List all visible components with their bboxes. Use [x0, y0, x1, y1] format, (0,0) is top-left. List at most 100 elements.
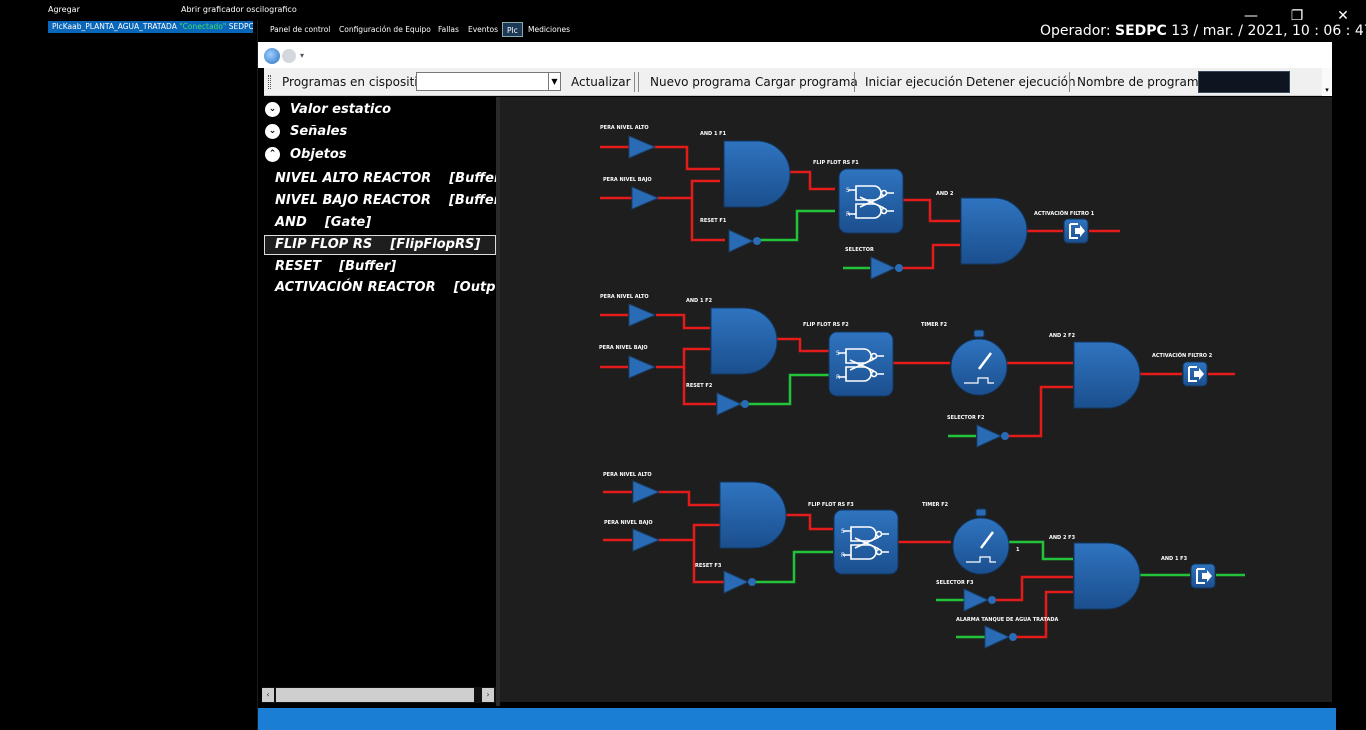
inverter-gate-icon[interactable] [728, 229, 762, 253]
timer-icon[interactable] [951, 508, 1010, 576]
output-icon[interactable] [1063, 218, 1089, 244]
tab-fallas[interactable]: Fallas [438, 25, 459, 34]
buffer-gate-icon[interactable] [628, 135, 656, 159]
tree-group-senales[interactable]: ⌄Señales [265, 124, 347, 139]
scroll-left-icon[interactable]: ‹ [262, 688, 274, 702]
tree-item[interactable]: AND [Gate] [275, 215, 372, 230]
toolbar-overflow-icon[interactable]: ▾ [1322, 68, 1332, 96]
history-dropdown-icon[interactable]: ▾ [300, 51, 305, 60]
add-menu[interactable]: Agregar [48, 5, 80, 14]
flipflop-rs-icon[interactable] [833, 509, 899, 575]
tab-mediciones[interactable]: Mediciones [528, 25, 571, 34]
label: PERA NIVEL ALTO [600, 294, 649, 300]
inverter-gate-icon[interactable] [963, 588, 997, 612]
inverter-gate-icon[interactable] [870, 256, 904, 280]
date-time: 13 / mar. / 2021, 10 : 06 : 47 [1171, 23, 1366, 39]
label: FLIP FLOT RS F2 [803, 322, 849, 328]
panel-splitter[interactable] [496, 97, 500, 706]
timer-icon[interactable] [949, 329, 1008, 397]
top-bar: Agregar Abrir graficador oscilografico [0, 0, 1366, 20]
label: TIMER F2 [922, 502, 949, 508]
back-arrow-icon[interactable] [264, 48, 280, 64]
and-gate-icon[interactable] [723, 140, 791, 208]
refresh-button[interactable]: Actualizar [571, 75, 631, 89]
and-gate-icon[interactable] [1073, 542, 1141, 610]
tab-plc[interactable]: Plc [502, 22, 523, 37]
load-program-button[interactable]: Cargar programa [755, 75, 858, 89]
inverter-gate-icon[interactable] [716, 392, 750, 416]
label: AND 1 F1 [700, 131, 727, 137]
output-icon[interactable] [1190, 563, 1216, 589]
tree-group-valor-estatico[interactable]: ⌄Valor estatico [265, 102, 391, 117]
tab-panel-de-control[interactable]: Panel de control [270, 25, 331, 34]
forward-arrow-icon[interactable] [282, 49, 296, 63]
inverter-gate-icon[interactable] [976, 424, 1010, 448]
program-name-input[interactable] [1198, 71, 1290, 93]
tree-item[interactable]: NIVEL ALTO REACTOR [Buffer] [275, 171, 507, 186]
operator-name: SEDPC [1115, 23, 1167, 39]
programs-label: Programas en cispositivo: [282, 75, 437, 89]
flipflop-rs-icon[interactable] [838, 168, 904, 234]
and-gate-icon[interactable] [710, 307, 778, 375]
device-list-item[interactable]: PlcKaab_PLANTA_AGUA_TRATADA "Conectado" … [48, 21, 253, 33]
device-name: PlcKaab_PLANTA_AGUA_TRATADA [52, 22, 177, 31]
and-gate-icon[interactable] [1073, 341, 1141, 409]
tree-item[interactable]: RESET [Buffer] [275, 259, 397, 274]
label: AND 2 F3 [1049, 535, 1076, 541]
label: SELECTOR F3 [936, 580, 974, 586]
right-margin [1332, 42, 1366, 708]
tree-item-selected[interactable]: FLIP FLOP RS [FlipFlopRS] [264, 235, 496, 255]
label: RESET F2 [686, 383, 713, 389]
flipflop-rs-icon[interactable] [828, 331, 894, 397]
scroll-thumb[interactable] [276, 688, 474, 702]
operator-info: Operador: SEDPC 13 / mar. / 2021, 10 : 0… [1040, 20, 1366, 42]
tree-item[interactable]: ACTIVACIÓN REACTOR [Output] [275, 280, 517, 295]
buffer-gate-icon[interactable] [628, 355, 656, 379]
tree-item[interactable]: NIVEL BAJO REACTOR [Buffer] [275, 193, 507, 208]
close-button[interactable]: ✕ [1337, 8, 1349, 24]
tab-configuracion[interactable]: Configuración de Equipo [339, 25, 431, 34]
scroll-right-icon[interactable]: › [482, 688, 494, 702]
buffer-gate-icon[interactable] [631, 186, 659, 210]
label: TIMER F2 [921, 322, 948, 328]
chevron-down-icon[interactable]: ⌄ [265, 102, 280, 117]
row-f3: PERA NIVEL ALTO PERA NIVEL BAJO FLIP FLO… [603, 472, 1245, 649]
programs-dropdown[interactable]: ▼ [416, 72, 561, 91]
stop-execution-button[interactable]: Detener ejecución [966, 75, 1076, 89]
open-oscillograph-menu[interactable]: Abrir graficador oscilografico [181, 5, 297, 14]
label: PERA NIVEL ALTO [603, 472, 652, 478]
logic-diagram-canvas[interactable]: SR [500, 97, 1332, 702]
label: PERA NIVEL BAJO [603, 177, 652, 183]
chevron-up-icon[interactable]: ⌃ [265, 147, 280, 162]
buffer-gate-icon[interactable] [632, 480, 660, 504]
chevron-down-icon[interactable]: ▼ [548, 73, 560, 90]
device-operator: SEDPC [228, 22, 253, 31]
label: FLIP FLOT RS F1 [813, 160, 859, 166]
label: SELECTOR [845, 247, 874, 253]
tab-eventos[interactable]: Eventos [468, 25, 498, 34]
device-status: "Conectado" [179, 22, 227, 31]
row-f2: PERA NIVEL ALTO PERA NIVEL BAJO AND 1 F2… [599, 294, 1235, 448]
output-icon[interactable] [1182, 361, 1208, 387]
start-execution-button[interactable]: Iniciar ejecución [865, 75, 963, 89]
inverter-gate-icon[interactable] [723, 570, 757, 594]
program-name-label: Nombre de programa: [1077, 75, 1210, 89]
label: AND 1 F3 [1161, 556, 1188, 562]
horizontal-scrollbar[interactable]: ‹ › [262, 687, 496, 703]
and-gate-icon[interactable] [960, 197, 1028, 265]
buffer-gate-icon[interactable] [632, 528, 660, 552]
object-tree: ⌄Valor estatico ⌄Señales ⌃Objetos NIVEL … [262, 97, 517, 706]
tree-group-objetos[interactable]: ⌃Objetos [265, 147, 347, 162]
operator-label: Operador: [1040, 23, 1111, 39]
label: PERA NIVEL ALTO [600, 125, 649, 131]
label: AND 2 F2 [1049, 333, 1076, 339]
and-gate-icon[interactable] [719, 481, 787, 549]
toolbar-grip-icon[interactable] [268, 75, 271, 89]
buffer-gate-icon[interactable] [628, 303, 656, 327]
chevron-down-icon[interactable]: ⌄ [265, 124, 280, 139]
new-program-button[interactable]: Nuevo programa [650, 75, 751, 89]
separator [1069, 72, 1070, 92]
inverter-gate-icon[interactable] [984, 625, 1018, 649]
label: ACTIVACIÓN FILTRO 2 [1152, 352, 1213, 359]
logic-diagram: SR [599, 125, 1245, 649]
